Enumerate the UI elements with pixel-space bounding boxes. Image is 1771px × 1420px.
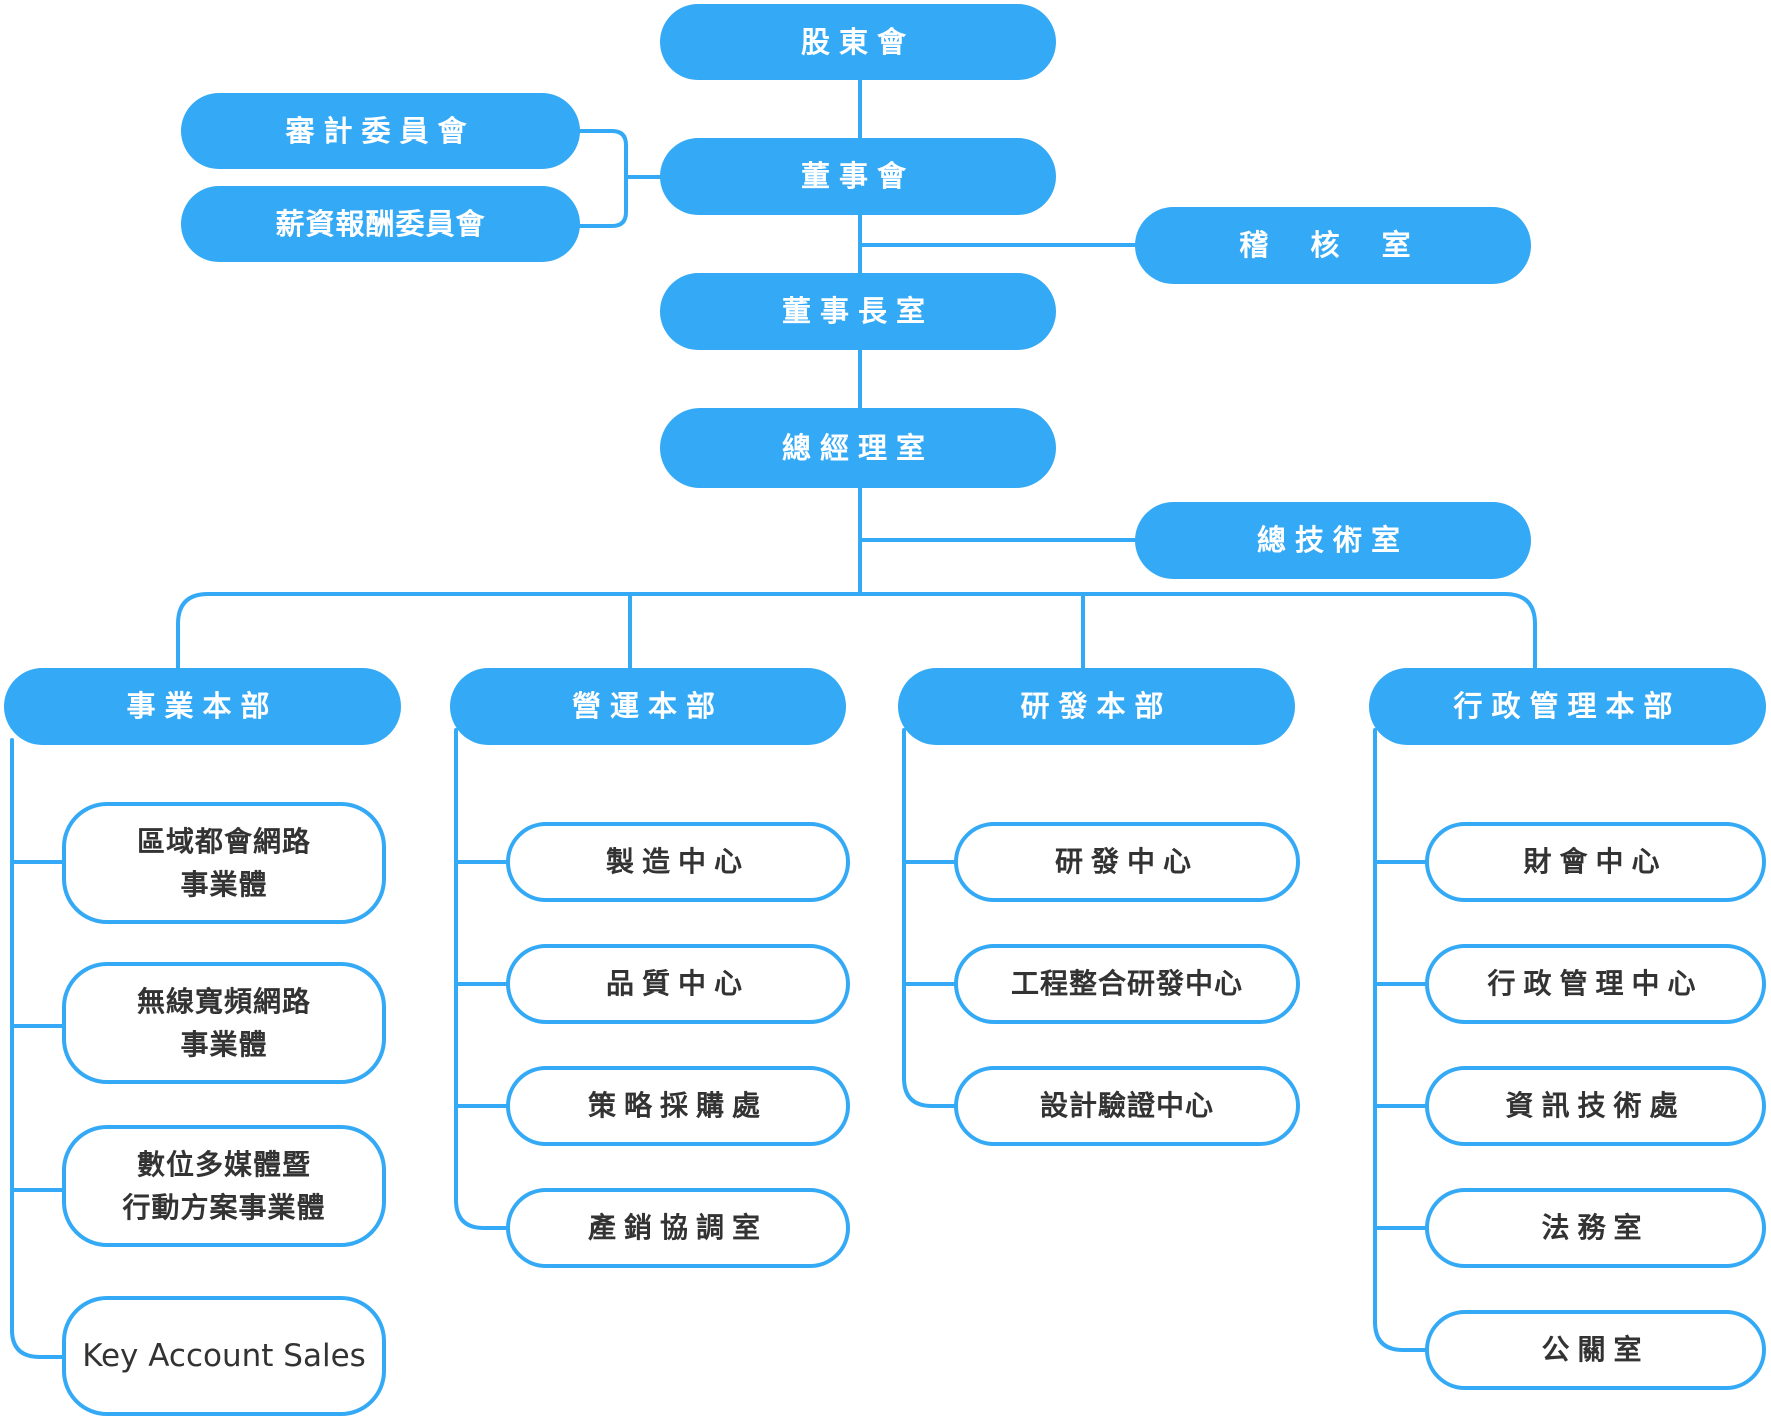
board-label: 董事會 [800,159,915,194]
audit-office-label: 稽 核 室 [1239,228,1427,263]
shareholders-label: 股東會 [800,24,915,59]
unit-node: 研發中心 [954,822,1300,902]
unit-label: 品質中心 [605,967,750,1001]
division-name: 事業本部 [126,689,279,724]
unit-label: 公關室 [1541,1333,1650,1367]
unit-label: 資訊技術處 [1505,1089,1686,1123]
unit-label: 行政管理中心 [1487,967,1704,1001]
unit-label: 設計驗證中心 [1039,1089,1214,1123]
unit-node: 品質中心 [506,944,850,1024]
chief-tech-office-node: 總技術室 [1135,502,1531,579]
unit-node: 工程整合研發中心 [954,944,1300,1024]
audit-committee-label: 審計委員會 [285,113,476,148]
unit-node: 無線寬頻網路 事業體 [62,962,386,1084]
unit-node: Key Account Sales [62,1296,386,1416]
chief-tech-office-label: 總技術室 [1256,523,1409,558]
division-header: 營運本部 [450,668,846,745]
audit-committee-node: 審計委員會 [181,93,580,169]
remuneration-committee-label: 薪資報酬委員會 [275,206,486,241]
unit-label: 工程整合研發中心 [1010,967,1243,1001]
unit-node: 產銷協調室 [506,1188,850,1268]
unit-node: 行政管理中心 [1425,944,1766,1024]
unit-label: 策略採購處 [587,1089,768,1123]
division-header: 事業本部 [4,668,401,745]
unit-node: 策略採購處 [506,1066,850,1146]
division-header: 研發本部 [898,668,1295,745]
unit-label: 區域都會網路 事業體 [136,824,311,901]
unit-label: 研發中心 [1054,845,1199,879]
unit-label: 財會中心 [1523,845,1668,879]
president-office-node: 總經理室 [660,408,1056,488]
unit-label: 製造中心 [605,845,750,879]
unit-label: 數位多媒體暨 行動方案事業體 [122,1147,326,1224]
unit-node: 區域都會網路 事業體 [62,802,386,924]
unit-label: 產銷協調室 [587,1211,768,1245]
unit-node: 數位多媒體暨 行動方案事業體 [62,1125,386,1247]
division-name: 研發本部 [1020,689,1173,724]
president-office-label: 總經理室 [781,430,934,465]
chairman-office-node: 董事長室 [660,273,1056,350]
unit-node: 財會中心 [1425,822,1766,902]
unit-label: 法務室 [1541,1211,1650,1245]
chairman-office-label: 董事長室 [781,294,934,329]
board-node: 董事會 [660,138,1056,215]
unit-node: 設計驗證中心 [954,1066,1300,1146]
audit-office-node: 稽 核 室 [1135,207,1531,284]
unit-node: 資訊技術處 [1425,1066,1766,1146]
unit-label: 無線寬頻網路 事業體 [136,984,311,1061]
shareholders-node: 股東會 [660,4,1056,80]
remuneration-committee-node: 薪資報酬委員會 [181,186,580,262]
unit-label: Key Account Sales [82,1337,366,1374]
division-name: 行政管理本部 [1453,689,1682,724]
division-name: 營運本部 [571,689,724,724]
unit-node: 法務室 [1425,1188,1766,1268]
unit-node: 製造中心 [506,822,850,902]
unit-node: 公關室 [1425,1310,1766,1390]
division-header: 行政管理本部 [1369,668,1766,745]
